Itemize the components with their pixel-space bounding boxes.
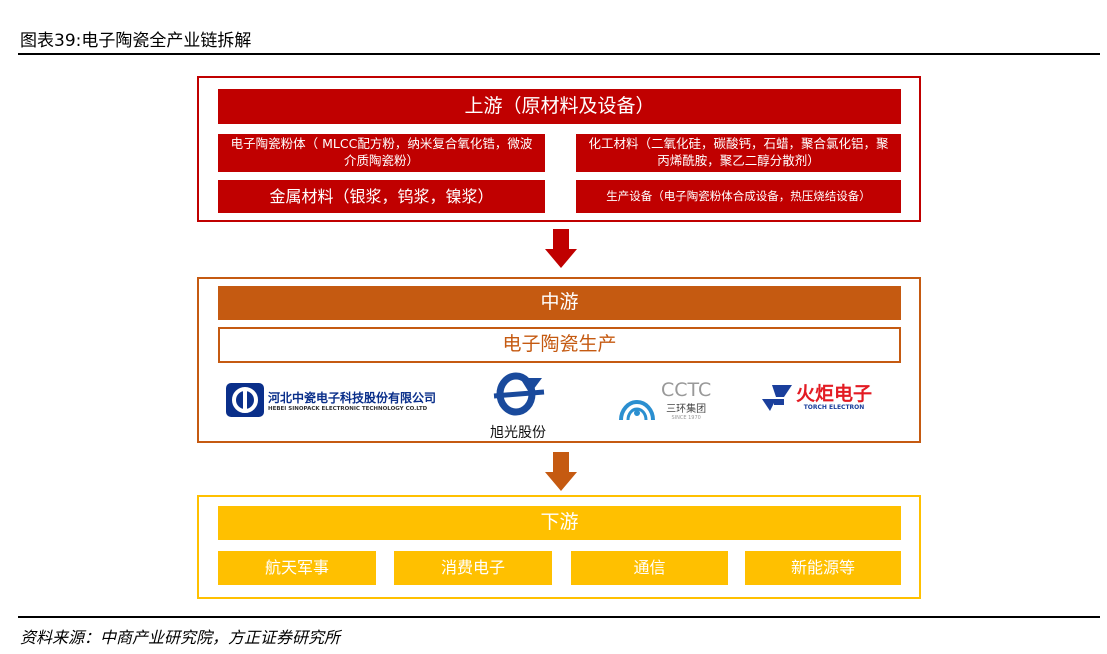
downstream-header: 下游 <box>218 506 901 540</box>
downstream-item-telecom: 通信 <box>571 551 728 585</box>
source-note: 资料来源：中商产业研究院，方正证券研究所 <box>20 628 341 647</box>
top-divider <box>18 53 1100 55</box>
upstream-header: 上游（原材料及设备） <box>218 89 901 124</box>
upstream-item-equipment: 生产设备（电子陶瓷粉体合成设备，热压烧结设备） <box>576 180 901 213</box>
sinopack-name-en: HEBEI SINOPACK ELECTRONIC TECHNOLOGY CO.… <box>268 405 428 412</box>
downstream-item-aerospace: 航天军事 <box>218 551 376 585</box>
downstream-section <box>197 495 921 599</box>
xuguang-name: 旭光股份 <box>490 425 546 441</box>
sinopack-name-cn: 河北中瓷电子科技股份有限公司 <box>268 390 437 405</box>
cctc-since: SINCE 1970 <box>671 415 701 421</box>
downstream-item-consumer: 消费电子 <box>394 551 552 585</box>
cctc-name: CCTC <box>661 379 712 401</box>
midstream-section <box>197 277 921 443</box>
midstream-sub: 电子陶瓷生产 <box>218 327 901 363</box>
figure-title: 图表39:电子陶瓷全产业链拆解 <box>20 31 252 51</box>
torch-name-cn: 火炬电子 <box>796 383 873 405</box>
logo-torch: 火炬电子 TORCH ELECTRON <box>762 385 872 411</box>
downstream-item-new-energy: 新能源等 <box>745 551 901 585</box>
upstream-section <box>197 76 921 222</box>
logo-xuguang: 旭光股份 <box>478 372 558 442</box>
cctc-name-cn: 三环集团 <box>666 404 707 415</box>
sinopack-logo-icon <box>226 383 264 417</box>
down-arrow-icon <box>545 452 577 491</box>
upstream-item-chemicals: 化工材料（二氧化硅，碳酸钙，石蜡，聚合氯化铝，聚丙烯酰胺，聚乙二醇分散剂） <box>576 134 901 172</box>
torch-logo-icon <box>762 385 792 411</box>
midstream-header: 中游 <box>218 286 901 320</box>
xuguang-logo-icon <box>493 372 545 416</box>
torch-name-en: TORCH ELECTRON <box>803 404 865 411</box>
bottom-divider <box>18 616 1100 618</box>
logo-sinopack: 河北中瓷电子科技股份有限公司 HEBEI SINOPACK ELECTRONIC… <box>226 383 436 417</box>
logo-cctc: CCTC 三环集团 SINCE 1970 <box>617 380 711 422</box>
down-arrow-icon <box>545 229 577 268</box>
upstream-item-ceramic-powder: 电子陶瓷粉体（ MLCC配方粉，纳米复合氧化锆，微波介质陶瓷粉） <box>218 134 545 172</box>
upstream-item-metals: 金属材料（银浆，钨浆，镍浆） <box>218 180 545 213</box>
cctc-logo-icon <box>619 400 655 421</box>
